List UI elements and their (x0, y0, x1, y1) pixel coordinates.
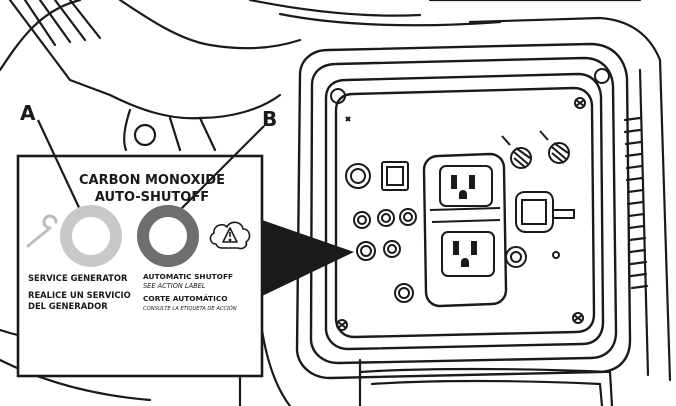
breaker-knob-right (539, 130, 570, 164)
zoom-pointer (262, 220, 354, 296)
panel-screws (330, 68, 610, 331)
see-action-label-text: SEE ACTION LABEL (143, 282, 206, 290)
co-label-callout-box (16, 154, 264, 378)
label-title-line1: CARBON MONOXIDE (79, 173, 225, 188)
port-5 (383, 240, 401, 258)
port-1 (353, 211, 371, 229)
reset-knob (394, 283, 414, 303)
service-generator-ring (60, 205, 122, 267)
screw-top-left (330, 88, 346, 104)
duplex-outlet-housing (422, 152, 508, 308)
port-3 (399, 208, 417, 226)
breaker-knob-left (501, 135, 532, 169)
screw-right (574, 97, 586, 109)
screw-bottom-left (336, 319, 348, 331)
corte-automatico-text: CORTE AUTOMÁTICO (143, 294, 228, 303)
ground-terminal (505, 246, 527, 268)
leader-a (37, 119, 83, 215)
wrench-icon (26, 214, 58, 248)
power-switch (381, 161, 409, 191)
co-indicator-light (345, 163, 371, 189)
callout-leaders (37, 119, 265, 215)
panel-components (345, 130, 575, 308)
port-2 (377, 209, 395, 227)
automatic-shutoff-text: AUTOMATIC SHUTOFF (143, 272, 233, 281)
screw-bottom-right (572, 312, 584, 324)
screw-top-right (594, 68, 610, 84)
consulte-etiqueta-text: CONSULTE LA ETIQUETA DE ACCIÓN (143, 305, 237, 312)
automatic-shutoff-ring (137, 205, 199, 267)
port-cover (515, 191, 575, 233)
service-generator-text: SERVICE GENERATOR (28, 273, 128, 283)
outlet-bottom (441, 231, 495, 277)
outlet-top (439, 165, 493, 207)
control-panel-frame (295, 42, 632, 380)
service-generator-es-line1: REALICE UN SERVICIO (28, 290, 131, 300)
warning-cloud-icon (209, 221, 251, 250)
callout-b: B (262, 107, 277, 131)
port-4 (356, 241, 376, 261)
label-title-line2: AUTO-SHUTOFF (95, 190, 209, 205)
leader-b (175, 125, 265, 215)
service-generator-es-line2: DEL GENERADOR (28, 301, 108, 311)
callout-a: A (20, 101, 36, 125)
